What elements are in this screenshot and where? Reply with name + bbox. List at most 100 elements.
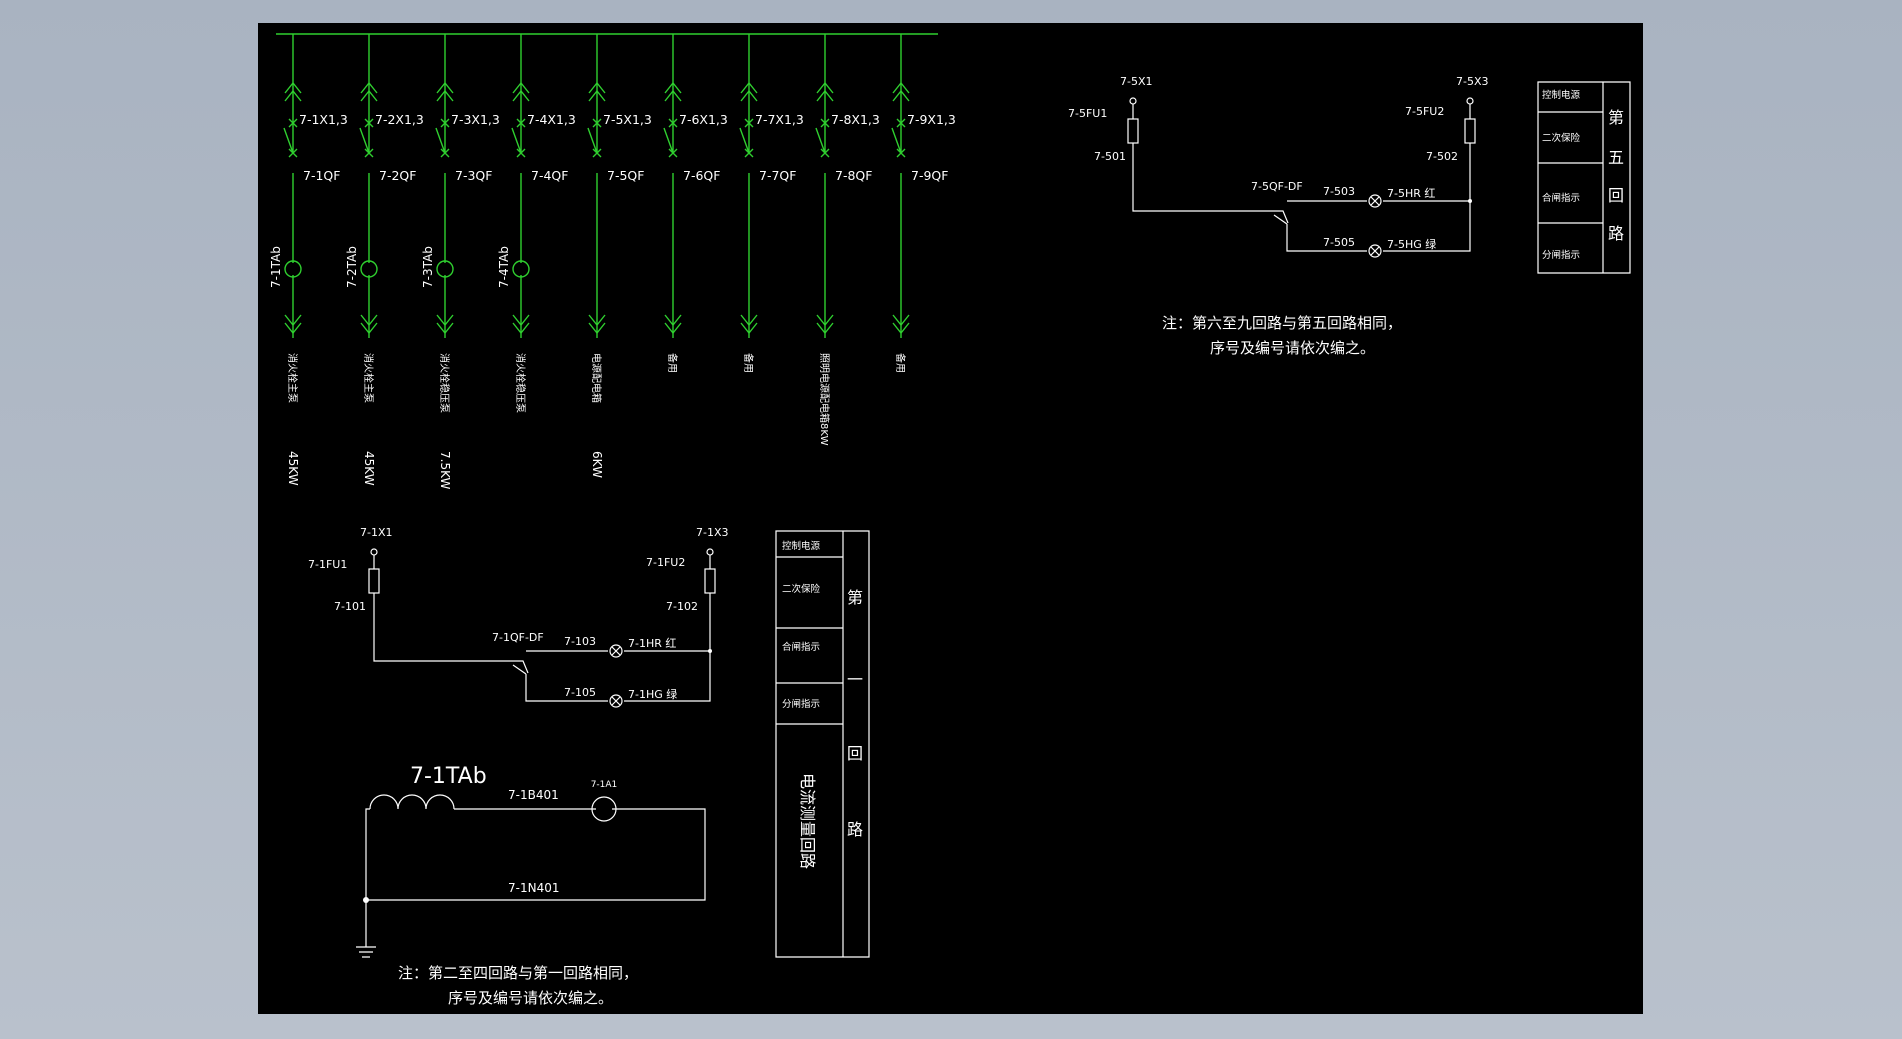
feeder-2-load-label: 消火栓主泵 — [362, 353, 375, 403]
label-neutral: 7-1N401 — [508, 881, 559, 895]
label-w501: 7-501 — [1094, 150, 1126, 163]
feeder-9-terminal-label: 7-9X1,3 — [907, 112, 956, 127]
feeder-3-ta-label: 7-3TAb — [421, 246, 435, 288]
label-w505: 7-505 — [1323, 236, 1355, 249]
terminal-right-1 — [706, 548, 714, 556]
feeder-3-power-label: 7.5KW — [438, 451, 452, 490]
feeder-7-load-label: 备用 — [742, 353, 755, 373]
feeder-6-bottom-connector — [664, 314, 682, 335]
table-5-row-4: 分闸指示 — [1542, 249, 1580, 261]
label-x1: 7-1X1 — [360, 526, 393, 539]
note-circuit-1-line1: 注：第二至四回路与第一回路相同， — [398, 964, 638, 982]
feeder-8-load-label: 照明电源配电箱8KW — [818, 353, 831, 446]
junction-dot-5 — [1468, 199, 1472, 203]
feeder-1-top-connector — [284, 81, 302, 102]
feeder-4-load-label: 消火栓稳压泵 — [514, 353, 527, 413]
control-wiring-1 — [373, 555, 711, 702]
feeder-3-load-label: 消火栓稳压泵 — [438, 353, 451, 413]
label-w101: 7-101 — [334, 600, 366, 613]
feeder-1-ta-circle — [284, 260, 302, 278]
fuse-left-5 — [1127, 118, 1139, 144]
table-1-row-1: 控制电源 — [782, 540, 821, 552]
feeder-7-bottom-connector — [740, 314, 758, 335]
table-1-title-2: 一 — [847, 670, 863, 689]
control-circuit-1: 7-1X1 7-1X3 7-1FU1 7-1FU2 7-101 7-102 7-… — [308, 526, 729, 708]
feeder-2-breaker-label: 7-2QF — [379, 168, 416, 183]
terminal-right-5 — [1466, 97, 1474, 105]
label-5fu1: 7-5FU1 — [1068, 107, 1107, 120]
feeder-5: 7-5X1,3 7-5QF 电源配电箱 6KW — [587, 34, 652, 478]
feeder-5-bottom-connector — [588, 314, 606, 335]
note-circuit-5-line2: 序号及编号请依次编之。 — [1210, 339, 1375, 357]
feeder-3-breaker-label: 7-3QF — [455, 168, 492, 183]
feeder-1-power-label: 45KW — [286, 451, 300, 486]
feeder-6-terminal-label: 7-6X1,3 — [679, 112, 728, 127]
label-5qf-df: 7-5QF-DF — [1251, 180, 1303, 193]
feeder-5-terminal-label: 7-5X1,3 — [603, 112, 652, 127]
feeder-3: 7-3TAb 7-3X1,3 7-3QF 消火栓稳压泵 7.5KW — [421, 34, 500, 490]
feeder-3-terminal-label: 7-3X1,3 — [451, 112, 500, 127]
feeder-3-conductor — [435, 34, 446, 338]
feeder-4-terminal-label: 7-4X1,3 — [527, 112, 576, 127]
feeder-4-top-connector — [512, 81, 530, 102]
label-5fu2: 7-5FU2 — [1405, 105, 1444, 118]
feeder-3-top-connector — [436, 81, 454, 102]
feeder-6-top-connector — [664, 81, 682, 102]
terminal-left-5 — [1129, 97, 1137, 105]
feeder-4-breaker-label: 7-4QF — [531, 168, 568, 183]
legend-table-5: 控制电源 二次保险 合闸指示 分闸指示 第 五 回 路 — [1537, 81, 1631, 274]
table-5-grid — [1537, 81, 1631, 274]
table-1-row-3: 合闸指示 — [782, 641, 820, 653]
feeder-1-load-label: 消火栓主泵 — [286, 353, 299, 403]
feeder-9-load-label: 备用 — [894, 353, 907, 373]
feeder-9-breaker-label: 7-9QF — [911, 168, 948, 183]
label-5hg: 7-5HG 绿 — [1387, 237, 1436, 251]
feeder-4-ta-circle — [512, 260, 530, 278]
label-5x1: 7-5X1 — [1120, 75, 1153, 88]
fuse-left-1 — [368, 568, 380, 594]
table-1-row-4: 分闸指示 — [782, 698, 820, 710]
feeder-9-conductor — [891, 34, 902, 338]
table-1-grid — [775, 530, 870, 958]
feeder-1-x-marks — [288, 118, 298, 158]
green-lamp-1 — [609, 694, 623, 708]
red-lamp-1 — [609, 644, 623, 658]
note-circuit-5-line1: 注：第六至九回路与第五回路相同， — [1162, 314, 1402, 332]
table-5-row-1: 控制电源 — [1542, 89, 1581, 101]
table-1-row-2: 二次保险 — [782, 583, 821, 595]
feeder-5-breaker-label: 7-5QF — [607, 168, 644, 183]
label-fu2: 7-1FU2 — [646, 556, 685, 569]
feeder-1-bottom-connector — [284, 314, 302, 335]
feeder-2-x-marks — [364, 118, 374, 158]
label-measure-ta: 7-1TAb — [410, 764, 487, 789]
feeder-5-top-connector — [588, 81, 606, 102]
feeder-8-breaker-label: 7-8QF — [835, 168, 872, 183]
schematic-canvas: 7-1TAb7-1X1,37-1QF消火栓主泵45KW7-2TAb7-2X1,3… — [269, 33, 1631, 1007]
feeder-3-x-marks — [440, 118, 450, 158]
label-w103: 7-103 — [564, 635, 596, 648]
control-circuit-5: 7-5X1 7-5X3 7-5FU1 7-5FU2 7-501 7-502 7-… — [1068, 75, 1489, 357]
feeder-5-load-label: 电源配电箱 — [590, 353, 603, 403]
feeder-9-x-marks — [896, 118, 906, 158]
feeder-9-bottom-connector — [892, 314, 910, 335]
feeder-4-conductor — [511, 34, 522, 338]
fuse-right-5 — [1464, 118, 1476, 144]
feeder-2-bottom-connector — [360, 314, 378, 335]
feeder-2-conductor — [359, 34, 370, 338]
feeder-6-load-label: 备用 — [666, 353, 679, 373]
feeder-8-x-marks — [820, 118, 830, 158]
feeder-5-power-label: 6KW — [590, 451, 604, 478]
green-lamp-5 — [1368, 244, 1382, 258]
label-5x3: 7-5X3 — [1456, 75, 1489, 88]
feeder-7-conductor — [739, 34, 750, 338]
feeder-3-bottom-connector — [436, 314, 454, 335]
feeder-8-bottom-connector — [816, 314, 834, 335]
feeder-8-top-connector — [816, 81, 834, 102]
feeder-2-power-label: 45KW — [362, 451, 376, 486]
feeder-1-ta-label: 7-1TAb — [269, 246, 283, 288]
feeder-1-conductor — [283, 34, 294, 338]
